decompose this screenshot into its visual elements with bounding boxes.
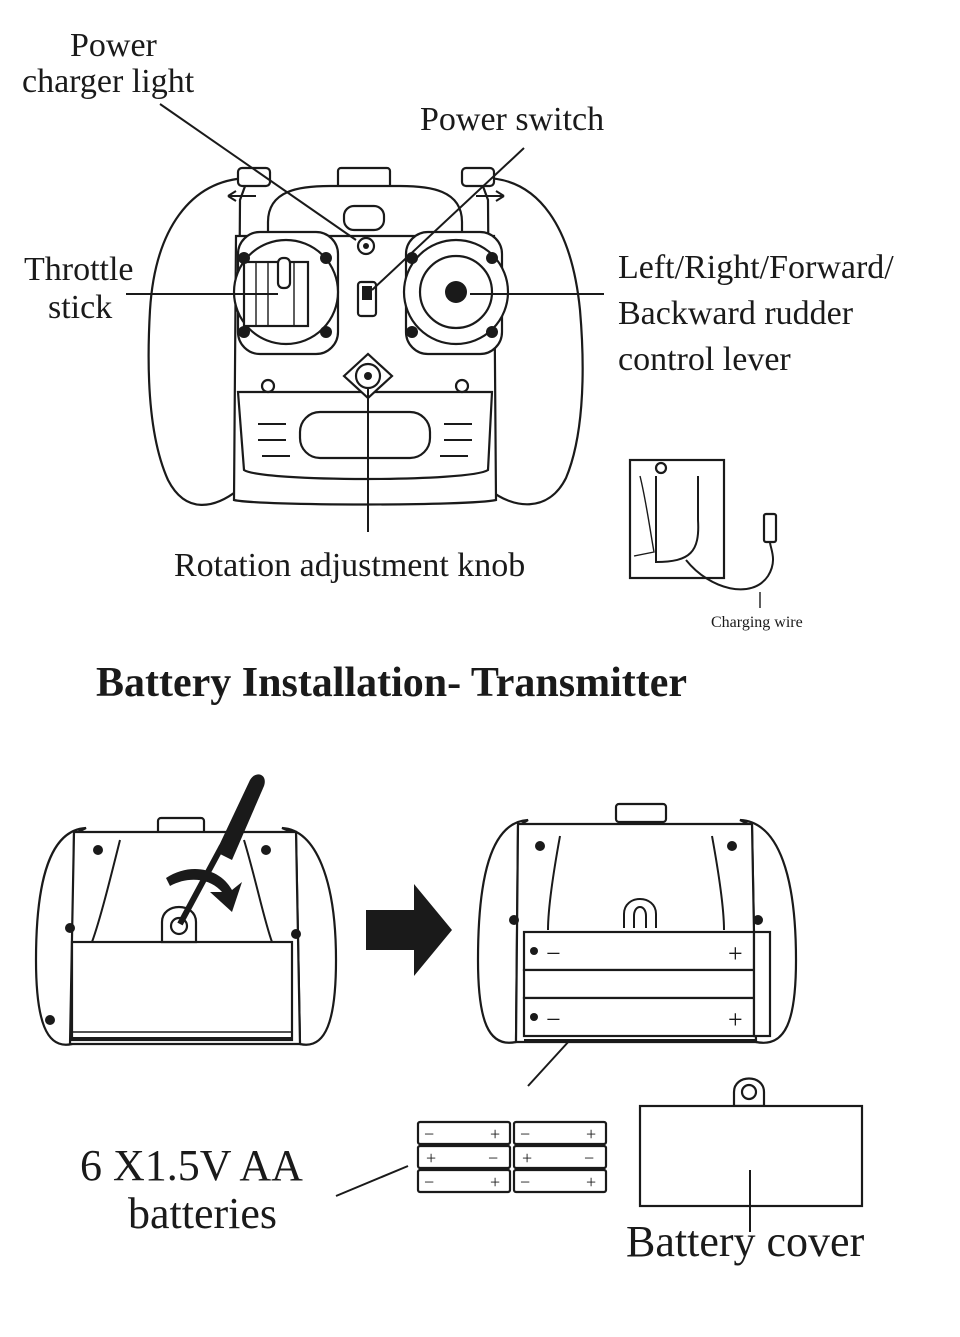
aa-minus-mark: −: [520, 1124, 530, 1144]
aa-minus-mark: −: [520, 1172, 530, 1192]
aa-plus-mark: +: [426, 1148, 436, 1168]
charging-wire-label: Charging wire: [711, 614, 803, 631]
aa-minus-mark: −: [488, 1148, 498, 1168]
rudder-lever-label: Backward rudder: [618, 295, 854, 332]
power-charger-light-label: Power: [70, 27, 158, 64]
battery-minus-mark: −: [546, 1005, 561, 1034]
section-title: Battery Installation- Transmitter: [96, 660, 687, 706]
rudder-lever-label: control lever: [618, 341, 791, 378]
transmitter-back-cover-view: [34, 774, 338, 1046]
aa-plus-mark: +: [522, 1148, 532, 1168]
right-arrow-icon: [366, 884, 452, 976]
batteries-label: batteries: [128, 1189, 277, 1238]
throttle-stick-label: Throttle: [24, 251, 134, 288]
throttle-stick-label: stick: [48, 289, 112, 326]
aa-minus-mark: −: [424, 1124, 434, 1144]
power-charger-light-label: charger light: [22, 63, 195, 100]
aa-plus-mark: +: [490, 1124, 500, 1144]
screwdriver-icon: [177, 774, 265, 926]
aa-minus-mark: −: [424, 1172, 434, 1192]
battery-cover-part: [638, 1077, 864, 1232]
aa-minus-mark: −: [584, 1148, 594, 1168]
battery-minus-mark: −: [546, 939, 561, 968]
curved-arrow-icon: [166, 868, 242, 912]
power-switch-label: Power switch: [420, 101, 604, 138]
rudder-lever-label: Left/Right/Forward/: [618, 249, 894, 286]
battery-plus-mark: +: [728, 1005, 743, 1034]
charging-port-inset: [628, 458, 778, 608]
leader-lines-top: [126, 103, 604, 532]
rotation-knob-label: Rotation adjustment knob: [174, 547, 525, 584]
battery-cover-label: Battery cover: [626, 1217, 865, 1266]
aa-plus-mark: +: [586, 1172, 596, 1192]
transmitter-battery-bay-view: [476, 802, 798, 1044]
aa-batteries-group: [416, 1120, 608, 1194]
aa-plus-mark: +: [586, 1124, 596, 1144]
aa-plus-mark: +: [490, 1172, 500, 1192]
battery-plus-mark: +: [728, 939, 743, 968]
transmitter-front-view: [147, 166, 584, 506]
batteries-label: 6 X1.5V AA: [80, 1141, 303, 1190]
